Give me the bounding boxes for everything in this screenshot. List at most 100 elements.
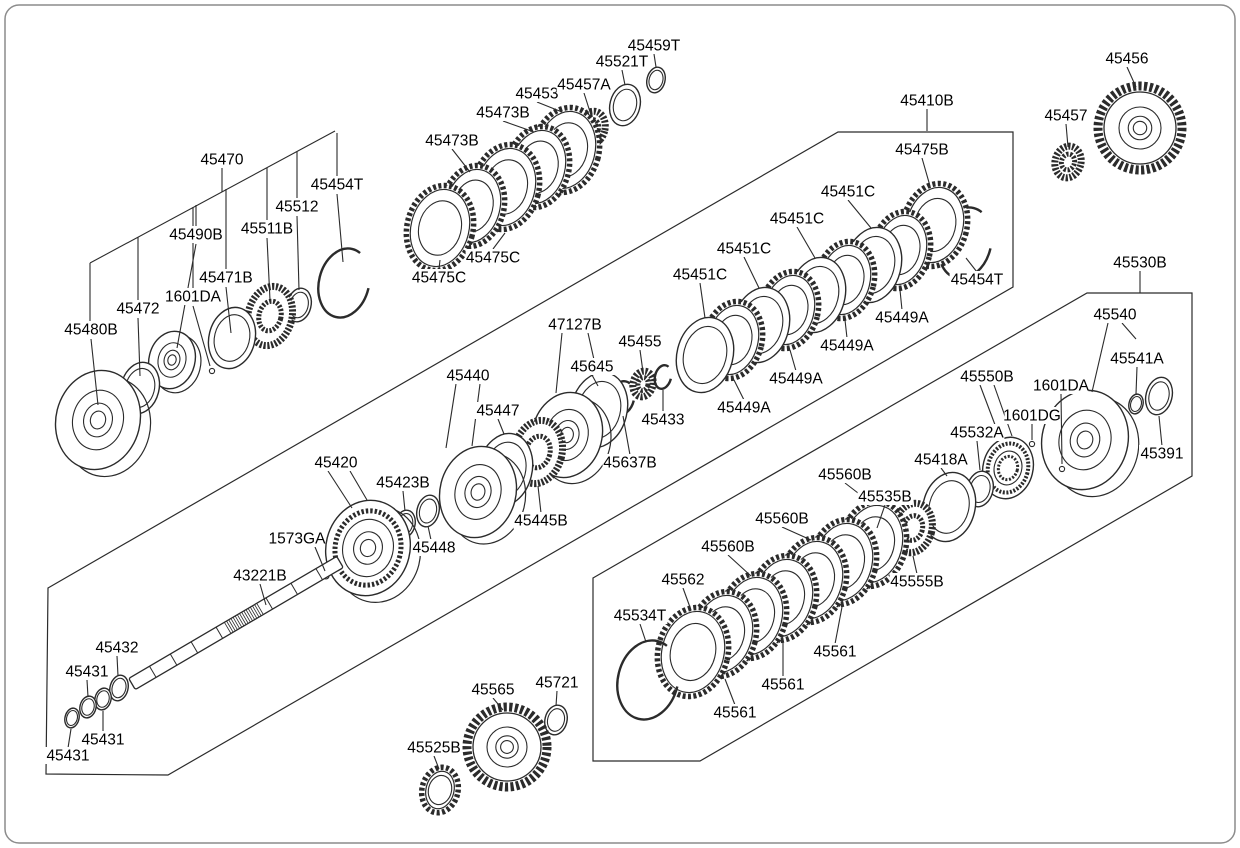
part-45431-c [94,687,112,711]
label-bg-45470 [199,151,245,168]
part-1601DG-ball [1028,440,1036,448]
part-45521T [608,83,642,127]
part-45420 [324,499,422,603]
label-bg-45561 [760,676,806,693]
label-bg-45645 [569,358,615,375]
leader-45475C [492,232,506,250]
label-bg-45512 [274,198,320,215]
label-45410B: 45410B [900,93,953,110]
label-bg-45447 [475,402,521,419]
label-bg-45472 [115,300,161,317]
label-bg-45459T [626,37,682,54]
label-bg-45473B [424,132,480,149]
leader-45456 [1126,66,1137,88]
label-45391: 45391 [1140,446,1183,463]
label-bg-45475C [411,269,467,286]
page-border [4,4,1236,844]
label-bg-45453 [514,85,560,102]
leader-45525B [433,755,440,770]
leader-45457 [1065,123,1069,148]
part-45562 [654,604,732,700]
label-45456: 45456 [1105,51,1148,68]
leader-45459T [653,53,657,68]
label-bg-45457 [1043,107,1089,124]
label-bg-45449A [819,337,875,354]
assembly-box-right [592,292,1193,762]
part-45440 [438,445,527,545]
label-bg-45454T [309,176,365,193]
assembly-box-main [45,131,1014,776]
leader-47127B [555,332,563,394]
label-bg-45420 [313,454,359,471]
label-45555B: 45555B [890,574,943,591]
label-bg-45475C [465,249,521,266]
leader-45645 [591,374,599,387]
leader-45540 [1121,322,1137,340]
leader-45391 [1158,415,1163,447]
leader-45420 [349,470,368,501]
leader-45511B [266,237,271,301]
label-45440: 45440 [446,368,489,385]
part-45459T [646,66,666,94]
label-bg-45433 [640,411,686,428]
leader-45521T [621,69,626,86]
leader-45473B [451,148,471,173]
label-45480B: 45480B [64,322,117,339]
label-bg-45565 [470,681,516,698]
leader-45454T [965,257,978,273]
leader-45449A [844,319,848,339]
label-bg-45532A [949,424,1005,441]
leader-45449A [789,349,797,372]
label-45453: 45453 [515,86,558,103]
label-45447: 45447 [476,403,519,420]
label-bg-45449A [768,370,824,387]
leader-45473B [502,120,535,133]
label-45457A: 45457A [557,77,611,94]
part-45454T-left [317,247,371,319]
leader-45448 [427,525,432,541]
leader-45457A [583,92,592,116]
part-45525B [418,764,462,816]
label-45445B: 45445B [514,513,567,530]
leader-45550B [993,384,1013,437]
leader-45418A [940,467,948,477]
leader-1601DA [192,305,211,367]
leader-45431 [67,728,72,749]
label-45645: 45645 [570,359,613,376]
label-bg-45525B [406,739,462,756]
leader-45560B [727,554,752,577]
label-45420: 45420 [314,455,357,472]
label-45454T: 45454T [311,177,364,194]
part-45391 [1144,376,1174,416]
label-bg-45511B [239,220,295,237]
label-45475C: 45475C [412,270,466,287]
leader-1601DA [1060,393,1063,465]
label-bg-45561 [712,704,758,721]
label-45431: 45431 [81,732,124,749]
label-bg-45448 [411,539,457,556]
label-bg-45451C [716,240,772,257]
label-45490B: 45490B [169,227,222,244]
label-45530B: 45530B [1113,255,1166,272]
label-bg-45541A [1109,350,1165,367]
label-bg-1601DA [1033,377,1089,394]
leader-45453 [536,101,563,113]
label-45451C: 45451C [770,211,824,228]
leader-45535B [876,504,886,529]
label-47127B: 47127B [548,317,601,334]
label-1573GA: 1573GA [269,531,327,548]
part-45431-a [64,707,80,729]
label-1601DA: 1601DA [1033,378,1090,395]
leader-45432 [116,655,119,677]
label-bg-45423B [375,474,431,491]
label-45455: 45455 [618,334,661,351]
part-45431-b [79,695,97,719]
label-45561: 45561 [713,705,756,722]
label-45449A: 45449A [769,371,823,388]
leader-1573GA [314,546,326,572]
label-bg-45560B [817,466,873,483]
label-45561: 45561 [761,677,804,694]
label-45534T: 45534T [614,608,667,625]
label-45535B: 45535B [858,489,911,506]
